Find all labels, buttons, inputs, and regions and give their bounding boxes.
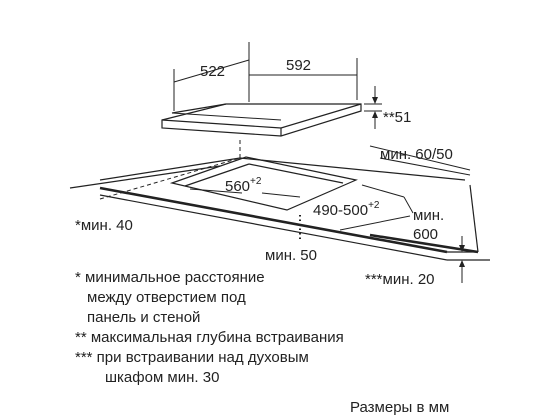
note-3-line2: шкафом мин. 30 bbox=[105, 369, 219, 386]
min-600-label-line1: мин. bbox=[413, 207, 444, 224]
min-20-label: ***мин. 20 bbox=[365, 271, 435, 288]
footnotes: * минимальное расстояние между отверстие… bbox=[75, 269, 344, 386]
cutout-depth-label: 490-500+2 bbox=[313, 200, 380, 219]
note-2: ** максимальная глубина встраивания bbox=[75, 329, 344, 346]
hob-drawing bbox=[161, 103, 362, 137]
cutout-width-label: 560+2 bbox=[225, 176, 262, 195]
cutout-depth-tolerance: +2 bbox=[368, 200, 380, 211]
cutout-depth-value: 490-500 bbox=[313, 202, 368, 219]
min-600-label-line2: 600 bbox=[413, 226, 438, 243]
worktop-drawing bbox=[69, 140, 490, 261]
note-1-line3: панель и стеной bbox=[87, 309, 200, 326]
cutout-width-tolerance: +2 bbox=[250, 176, 262, 187]
hob-width-label: 592 bbox=[286, 57, 311, 74]
note-1-line2: между отверстием под bbox=[87, 289, 246, 306]
hob-dimension-lines bbox=[173, 42, 382, 129]
min-60-50-label: мин. 60/50 bbox=[380, 146, 453, 163]
min-40-label: *мин. 40 bbox=[75, 217, 133, 234]
units-caption: Размеры в мм bbox=[350, 399, 449, 416]
min-20-dimension bbox=[459, 236, 465, 283]
note-3-line1: *** при встраивании над духовым bbox=[75, 349, 309, 366]
min-50-label: мин. 50 bbox=[265, 247, 317, 264]
cutout-dimension-lines bbox=[189, 184, 414, 239]
hob-depth-label: 522 bbox=[200, 63, 225, 80]
cutout-drawing bbox=[169, 156, 358, 211]
cutout-width-value: 560 bbox=[225, 178, 250, 195]
note-1-line1: * минимальное расстояние bbox=[75, 269, 265, 286]
hob-height-max-label: **51 bbox=[383, 109, 411, 126]
